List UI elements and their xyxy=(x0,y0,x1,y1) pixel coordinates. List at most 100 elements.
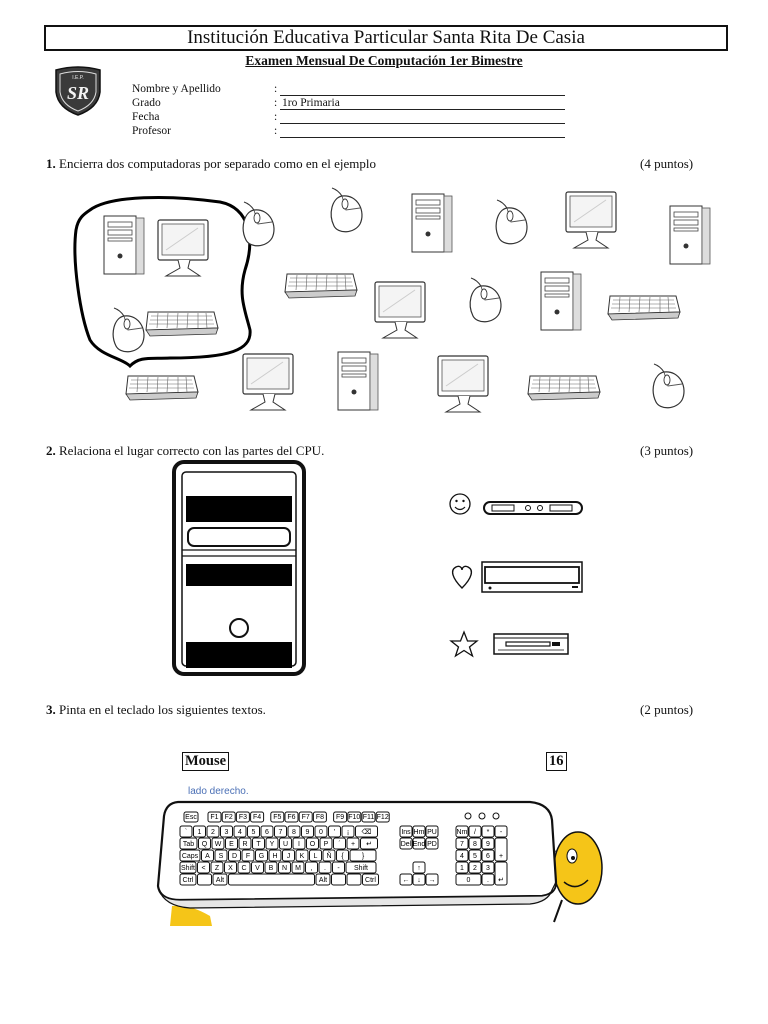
keyboard-key[interactable]: 6 xyxy=(481,849,495,862)
keyboard-key[interactable]: End xyxy=(412,837,426,850)
mouse-icon[interactable] xyxy=(242,201,275,247)
keyboard-key[interactable]: ` xyxy=(179,825,193,838)
keyboard-key[interactable]: . xyxy=(318,861,332,874)
keyboard-key[interactable]: 4 xyxy=(455,849,469,862)
keyboard-key[interactable]: + xyxy=(494,837,508,862)
keyboard-key[interactable]: F6 xyxy=(284,811,299,823)
tower-icon[interactable] xyxy=(669,205,711,265)
mouse-icon[interactable] xyxy=(469,277,502,323)
keyboard-key[interactable]: Alt xyxy=(315,873,331,886)
keyboard-key[interactable]: F10 xyxy=(347,811,362,823)
keyboard-key[interactable]: 2 xyxy=(468,861,482,874)
keyboard-key[interactable]: 1 xyxy=(455,861,469,874)
mouse-icon[interactable] xyxy=(495,199,528,245)
keyboard-key[interactable]: Tab xyxy=(179,837,198,850)
keyboard-icon[interactable] xyxy=(284,273,358,299)
keyboard-key[interactable]: Shift xyxy=(179,861,197,874)
keyboard-key[interactable]: F9 xyxy=(333,811,348,823)
mouse-icon[interactable] xyxy=(652,363,685,409)
keyboard-key[interactable]: L xyxy=(309,849,322,862)
keyboard-key[interactable]: Q xyxy=(198,837,211,850)
keyboard-key[interactable]: G xyxy=(255,849,268,862)
monitor-icon[interactable] xyxy=(242,353,294,411)
keyboard-key[interactable]: < xyxy=(197,861,210,874)
keyboard-key[interactable]: C xyxy=(237,861,251,874)
keyboard-key[interactable]: N xyxy=(278,861,291,874)
floppy-drive-part[interactable] xyxy=(493,633,569,655)
keyboard-key[interactable]: Alt xyxy=(212,873,228,886)
keyboard-key[interactable]: R xyxy=(238,837,252,850)
keyboard-key[interactable]: V xyxy=(251,861,264,874)
cpu-bay-3[interactable] xyxy=(186,564,292,586)
keyboard-key[interactable]: Hm xyxy=(412,825,426,838)
keyboard-key[interactable]: Ins xyxy=(399,825,413,838)
keyboard-key[interactable]: ↵ xyxy=(494,861,508,886)
keyboard-icon[interactable] xyxy=(607,295,681,321)
keyboard-key[interactable]: 0 xyxy=(455,873,482,886)
cpu-vent[interactable] xyxy=(186,642,292,668)
keyboard-key[interactable]: → xyxy=(425,873,439,886)
keyboard-key[interactable]: M xyxy=(291,861,305,874)
keyboard-key[interactable]: F2 xyxy=(221,811,236,823)
keyboard-key[interactable]: 3 xyxy=(481,861,495,874)
tower-icon[interactable] xyxy=(337,351,379,411)
tower-icon[interactable] xyxy=(411,193,453,253)
keyboard-key[interactable]: Del xyxy=(399,837,413,850)
keyboard-key[interactable]: 9 xyxy=(481,837,495,850)
keyboard-key[interactable]: Nm xyxy=(455,825,469,838)
cpu-bay-2[interactable] xyxy=(187,527,291,547)
keyboard-key[interactable]: F12 xyxy=(375,811,390,823)
keyboard-key[interactable] xyxy=(331,873,346,886)
teacher-field[interactable] xyxy=(280,137,565,138)
cpu-bay-1[interactable] xyxy=(186,496,292,522)
keyboard-key[interactable]: Esc xyxy=(183,811,199,823)
name-field[interactable] xyxy=(280,95,565,96)
keyboard-key[interactable]: PD xyxy=(425,837,439,850)
keyboard-key[interactable]: J xyxy=(282,849,295,862)
keyboard-key[interactable]: F11 xyxy=(361,811,376,823)
monitor-icon[interactable] xyxy=(374,281,426,339)
keyboard-key[interactable]: ↓ xyxy=(412,873,426,886)
slim-drive-part[interactable] xyxy=(483,501,583,515)
keyboard-key[interactable]: 9 xyxy=(301,825,314,838)
keyboard-key[interactable]: Y xyxy=(265,837,279,850)
keyboard-key[interactable] xyxy=(346,873,362,886)
keyboard-key[interactable]: W xyxy=(211,837,225,850)
keyboard-key[interactable]: } xyxy=(349,849,377,862)
tower-icon[interactable] xyxy=(540,271,582,331)
cd-drive-part[interactable] xyxy=(481,561,583,593)
keyboard-key[interactable]: O xyxy=(306,837,319,850)
keyboard-key[interactable]: Ñ xyxy=(322,849,336,862)
keyboard-key[interactable]: F1 xyxy=(207,811,222,823)
keyboard-key[interactable]: F3 xyxy=(235,811,250,823)
keyboard-key[interactable]: PU xyxy=(425,825,439,838)
keyboard-key[interactable]: F8 xyxy=(312,811,327,823)
keyboard-key[interactable]: 5 xyxy=(468,849,482,862)
monitor-icon[interactable] xyxy=(437,355,489,413)
keyboard-icon[interactable] xyxy=(125,375,199,401)
keyboard-key[interactable]: / xyxy=(468,825,482,838)
keyboard-key[interactable]: Shift xyxy=(345,861,377,874)
keyboard-key[interactable]: P xyxy=(319,837,333,850)
keyboard-key[interactable]: ' xyxy=(328,825,341,838)
keyboard-key[interactable]: Z xyxy=(210,861,224,874)
keyboard-key[interactable]: 1 xyxy=(193,825,206,838)
keyboard-key[interactable]: B xyxy=(264,861,278,874)
keyboard-key[interactable]: F4 xyxy=(250,811,265,823)
keyboard-key[interactable]: X xyxy=(224,861,237,874)
keyboard-key[interactable]: 5 xyxy=(247,825,260,838)
keyboard-key[interactable]: D xyxy=(228,849,241,862)
grade-field[interactable] xyxy=(280,109,565,110)
keyboard-key[interactable]: { xyxy=(336,849,349,862)
mouse-icon[interactable] xyxy=(330,187,363,233)
keyboard-key[interactable]: I xyxy=(292,837,306,850)
keyboard-key[interactable]: 3 xyxy=(220,825,233,838)
keyboard-key[interactable]: * xyxy=(481,825,495,838)
keyboard-key[interactable]: E xyxy=(225,837,238,850)
keyboard-key[interactable]: F5 xyxy=(270,811,285,823)
keyboard-key[interactable]: Ctrl xyxy=(179,873,197,886)
date-field[interactable] xyxy=(280,123,565,124)
keyboard-key[interactable] xyxy=(228,873,315,886)
keyboard-key[interactable]: 6 xyxy=(260,825,274,838)
keyboard-key[interactable]: 8 xyxy=(287,825,301,838)
